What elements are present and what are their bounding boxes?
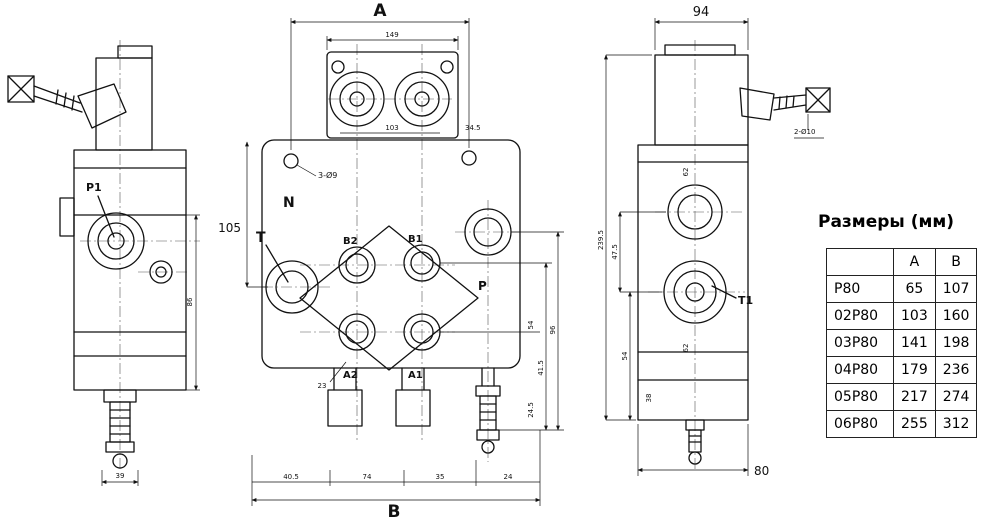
hole-note-label: 3-Ø9 [318, 170, 337, 180]
port-t1-label: T1 [738, 294, 753, 307]
dim-35-label: 35 [436, 473, 445, 481]
dim-47-5-label: 47.5 [611, 244, 619, 260]
dim-a-cell: 103 [893, 302, 936, 330]
left-side-view [7, 45, 187, 469]
dim-34-5-label: 34.5 [465, 124, 481, 132]
dimensions-table-title: Размеры (мм) [818, 212, 955, 232]
dim-54b-label: 54 [621, 351, 629, 360]
dim-239-5-label: 239.5 [597, 230, 605, 250]
dim-80-label: 80 [754, 464, 769, 478]
dim-96-label: 96 [549, 325, 557, 334]
model-cell: 04P80 [826, 356, 894, 384]
table-row: 05P80 217 274 [826, 383, 978, 411]
dim-b-cell: 160 [934, 302, 978, 330]
dim-62b-label: 62 [682, 344, 690, 353]
model-cell: 03P80 [826, 329, 894, 357]
center-lines [80, 40, 745, 472]
front-view [261, 51, 521, 454]
model-cell: 06P80 [826, 410, 894, 438]
dim-b-cell: 274 [934, 383, 978, 411]
drawing-outlines [7, 44, 831, 469]
dim-a-cell: 255 [893, 410, 936, 438]
model-cell: 02P80 [826, 302, 894, 330]
col-b-header: B [934, 248, 978, 276]
dim-24-5-label: 24.5 [527, 402, 535, 418]
dim-103-label: 103 [385, 124, 398, 132]
table-row: 03P80 141 198 [826, 329, 978, 357]
table-row: P80 65 107 [826, 275, 978, 303]
dim-54-label: 54 [527, 320, 535, 329]
port-b2-label: B2 [343, 236, 358, 247]
port-a1-label: A1 [408, 370, 423, 381]
right-side-view [637, 44, 831, 465]
dim-a-cell: 65 [893, 275, 936, 303]
dim-a-cell: 179 [893, 356, 936, 384]
hole-note2-label: 2-Ø10 [794, 128, 815, 136]
port-p1-label: P1 [86, 181, 102, 194]
port-b1-label: B1 [408, 234, 423, 245]
dim-b-cell: 236 [934, 356, 978, 384]
dim-b-cell: 198 [934, 329, 978, 357]
dim-23-label: 23 [318, 382, 327, 390]
dim-149-label: 149 [385, 31, 398, 39]
dim-74-label: 74 [363, 473, 372, 481]
table-header-row: A B [826, 248, 978, 276]
dimensions-table: A B P80 65 107 02P80 103 160 03P80 141 1… [826, 248, 978, 438]
drawing-labels: A B 94 80 105 149 103 34.5 3-Ø9 2-Ø10 N … [86, 1, 815, 522]
dim-40-5-label: 40.5 [283, 473, 299, 481]
port-a2-label: A2 [343, 370, 358, 381]
col-a-header: A [893, 248, 936, 276]
table-row: 04P80 179 236 [826, 356, 978, 384]
dim-a-cell: 217 [893, 383, 936, 411]
port-t-label: T [256, 230, 266, 246]
dim-b-label: B [388, 502, 401, 522]
dimensions-panel: Размеры (мм) A B P80 65 107 02P80 103 16… [818, 212, 994, 438]
port-p-label: P [478, 279, 487, 293]
table-row: 02P80 103 160 [826, 302, 978, 330]
model-cell: 05P80 [826, 383, 894, 411]
dim-b-cell: 107 [934, 275, 978, 303]
dim-94-label: 94 [693, 5, 710, 20]
dim-b-cell: 312 [934, 410, 978, 438]
dim-38-label: 38 [645, 394, 653, 403]
dim-24-label: 24 [504, 473, 513, 481]
dim-86-label: 86 [186, 297, 194, 306]
dim-a-cell: 141 [893, 329, 936, 357]
port-n-label: N [283, 195, 295, 211]
dim-41-5-label: 41.5 [537, 360, 545, 376]
model-cell: P80 [826, 275, 894, 303]
dimension-lines [101, 18, 824, 506]
dim-39-label: 39 [116, 472, 125, 480]
model-column-header [826, 248, 894, 276]
table-row: 06P80 255 312 [826, 410, 978, 438]
dim-105-label: 105 [218, 221, 241, 235]
dim-62a-label: 62 [682, 168, 690, 177]
dim-a-label: A [373, 1, 387, 21]
